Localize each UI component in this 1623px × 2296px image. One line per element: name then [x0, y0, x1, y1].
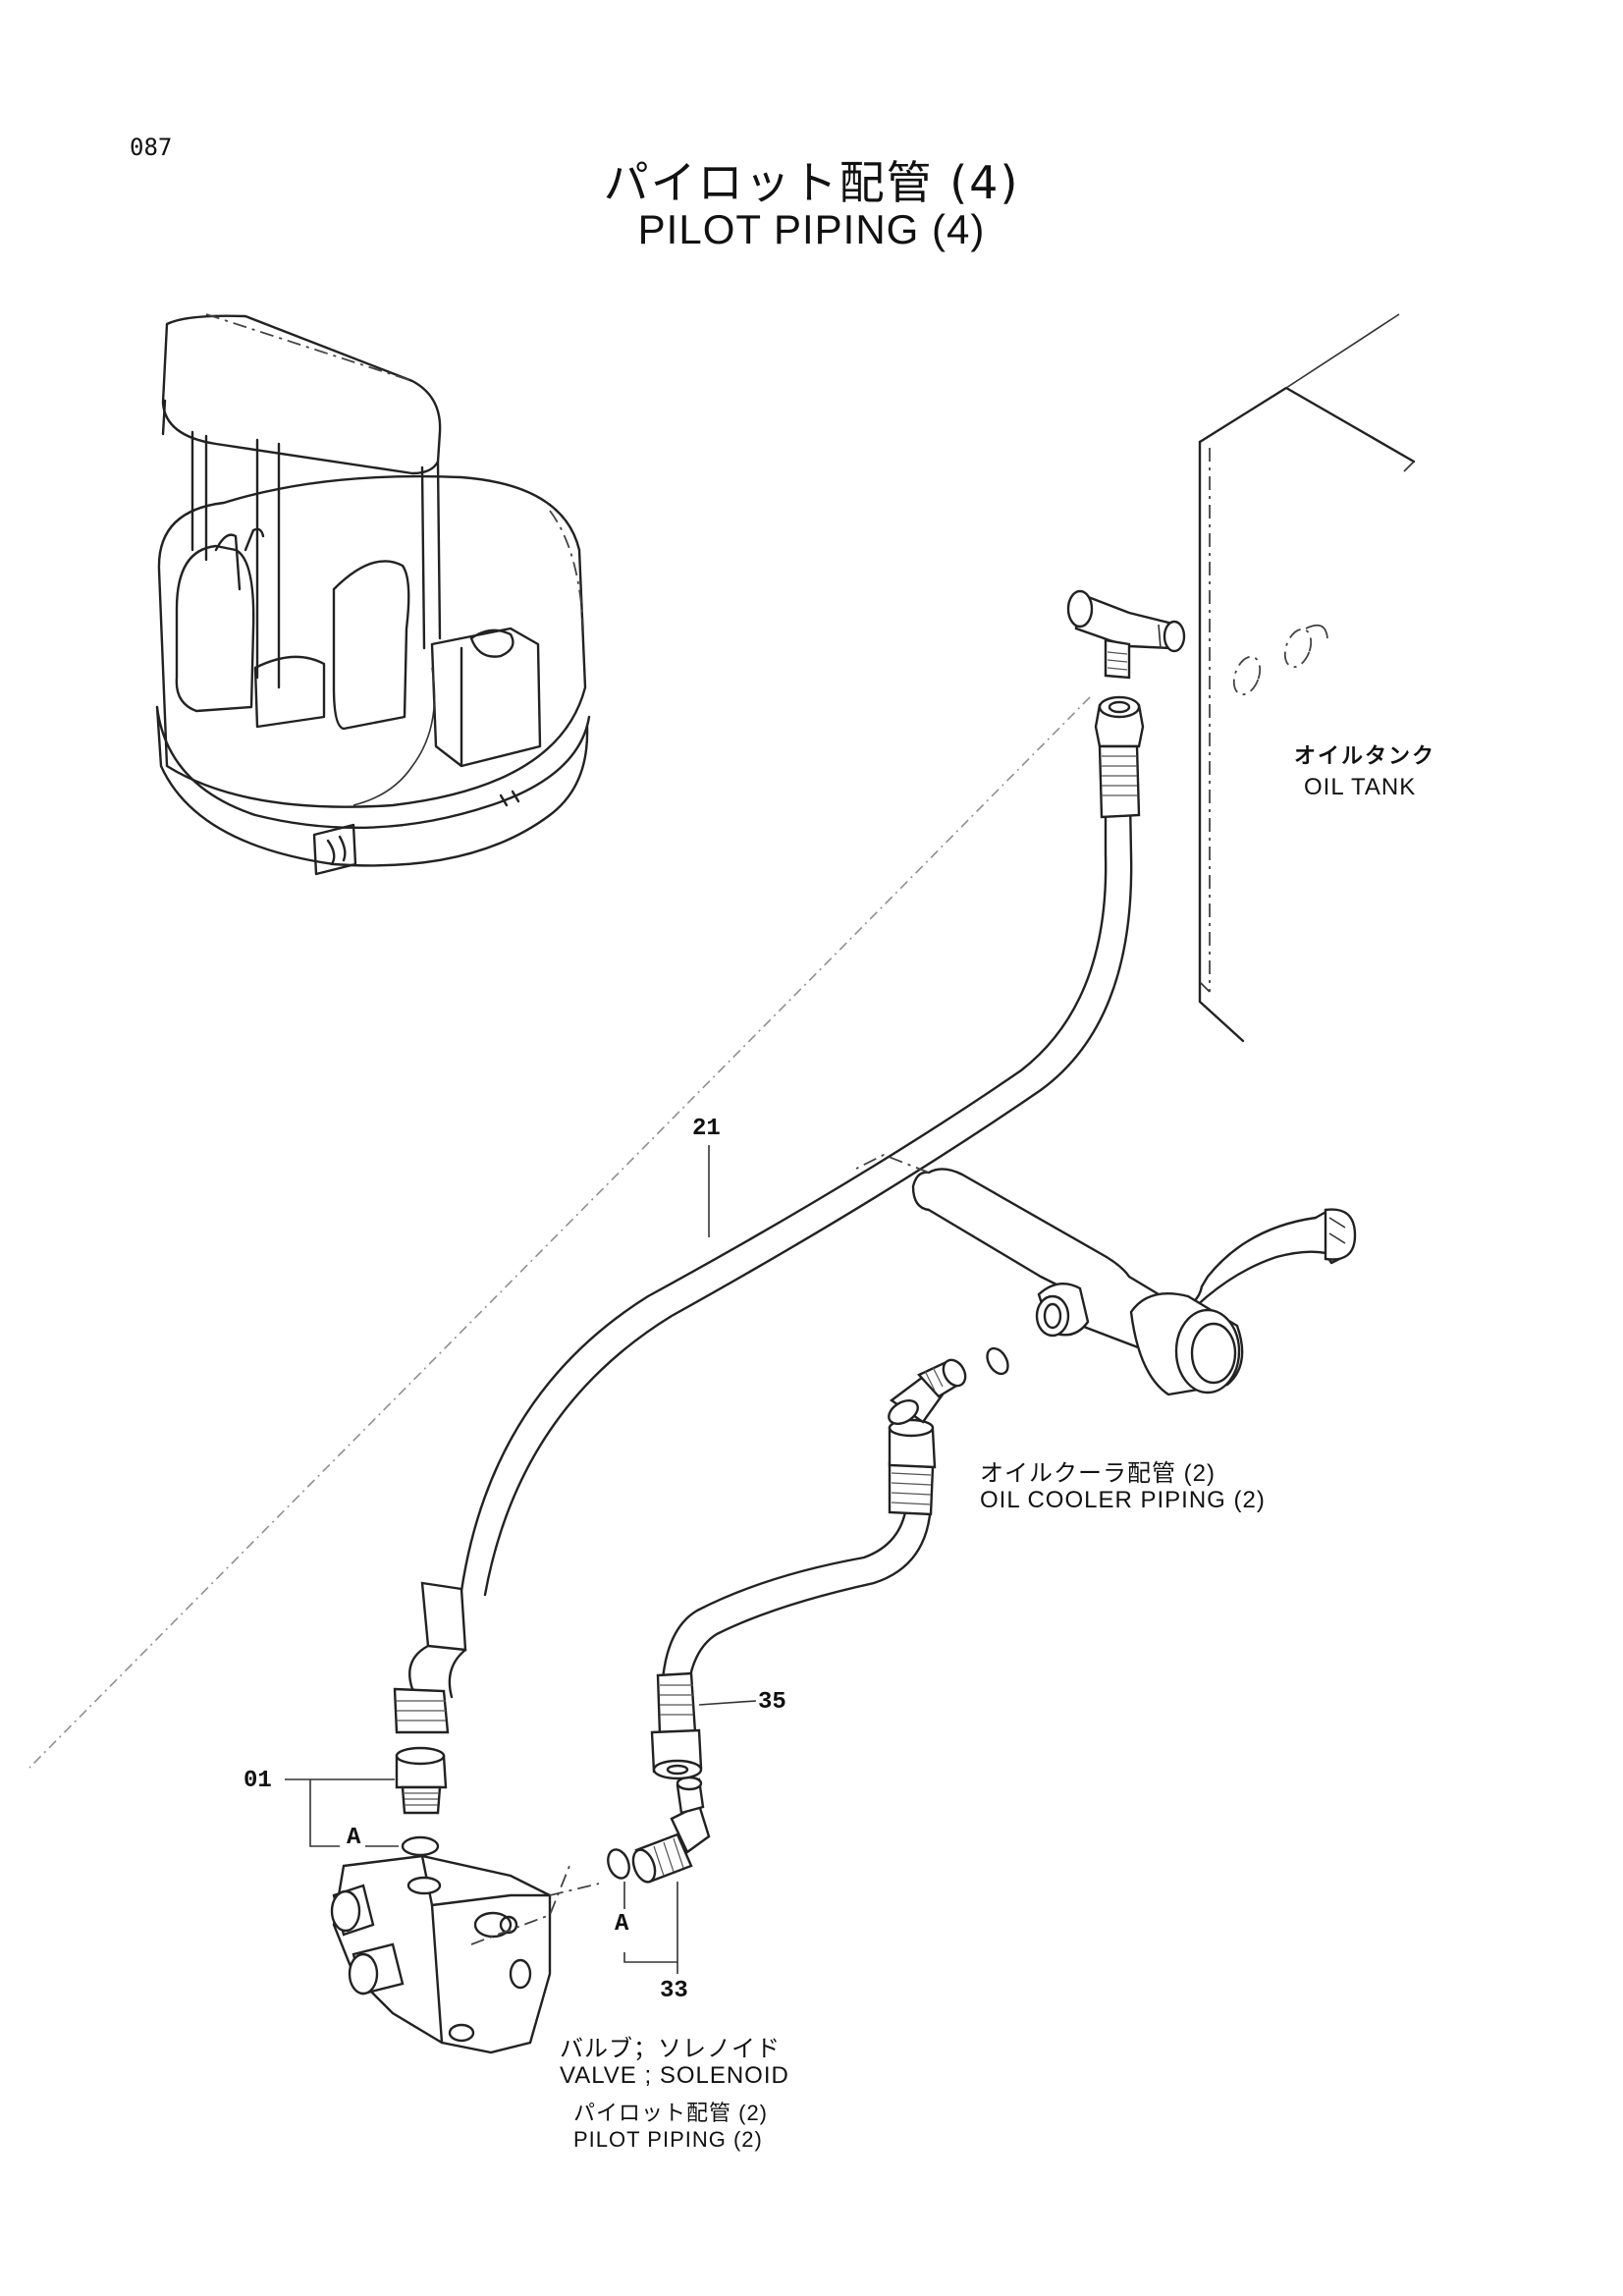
- callout-a-left: A: [347, 1825, 361, 1851]
- adapter-01: [285, 1746, 448, 1857]
- solenoid-valve: [330, 1854, 600, 2054]
- page-title-ja: パイロット配管 (4): [603, 156, 1020, 209]
- valve-label-ja: バルブ；ソレノイド: [560, 2036, 781, 2062]
- callout-01: 01: [243, 1768, 272, 1794]
- oil-tank-label-en: OIL TANK: [1304, 774, 1417, 800]
- callout-33: 33: [660, 1978, 688, 2004]
- oil-cooler-label-en: OIL COOLER PIPING (2): [980, 1487, 1266, 1513]
- oil-tank-label-ja: オイルタンク: [1294, 744, 1436, 769]
- callout-35: 35: [758, 1689, 786, 1716]
- valve-label-en: VALVE ; SOLENOID: [560, 2062, 789, 2089]
- callout-21: 21: [692, 1116, 721, 1142]
- elbow-33: [607, 1776, 711, 1974]
- hose-21: [393, 695, 1145, 1734]
- callout-a-right: A: [615, 1911, 629, 1938]
- tee-fitting: [1066, 589, 1186, 680]
- page-number: 087: [130, 134, 173, 161]
- hose-35: [650, 1418, 937, 1780]
- pilot-ref-label-ja: パイロット配管 (2): [573, 2101, 769, 2125]
- page-title-en: PILOT PIPING (4): [637, 206, 986, 252]
- oil-tank: [1198, 313, 1416, 1043]
- cooler-elbow: [888, 1346, 1009, 1425]
- pilot-ref-label-en: PILOT PIPING (2): [573, 2127, 763, 2152]
- machine-overview: [155, 313, 591, 876]
- oil-cooler-label-ja: オイルクーラ配管 (2): [980, 1460, 1216, 1487]
- reference-line: [28, 696, 1091, 1769]
- oil-cooler-piping: [855, 1154, 1357, 1396]
